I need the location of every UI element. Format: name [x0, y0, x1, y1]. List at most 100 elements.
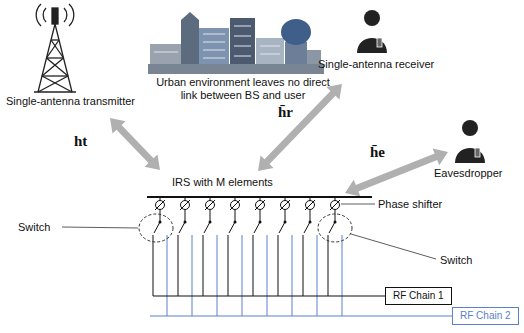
- radio-wave: [43, 8, 46, 22]
- irs-elements: [153, 197, 342, 316]
- phase-shifter-slash: [155, 200, 165, 210]
- tower-brace: [38, 76, 68, 92]
- chain1-wire: [153, 235, 154, 296]
- phase-shifter-symbol: [256, 201, 265, 210]
- water-tower: [281, 19, 311, 45]
- note-text: Urban environment leaves no direct link …: [152, 76, 334, 101]
- box-text: RF Chain 1: [393, 290, 444, 302]
- phase-shifter-slash: [230, 200, 240, 210]
- chain2-wire: [217, 235, 218, 316]
- switch-lever: [279, 222, 285, 233]
- tower-icon: [34, 4, 76, 92]
- rf-bus: [153, 295, 385, 296]
- window-row: [203, 58, 225, 59]
- channel-arrows: [110, 84, 448, 197]
- window-row: [234, 46, 251, 47]
- window-row: [203, 50, 225, 51]
- irs-element: [278, 197, 292, 316]
- windows: [154, 26, 280, 58]
- switch-lever: [329, 222, 335, 233]
- chain2-wire: [317, 235, 318, 316]
- receiver-icon: [357, 10, 387, 53]
- tower-brace: [51, 39, 59, 40]
- chain2-wire: [342, 235, 343, 316]
- switch-lever: [304, 222, 310, 233]
- window-row: [260, 46, 280, 47]
- phase-shifter-slash: [305, 200, 315, 210]
- tower-base: [34, 91, 76, 92]
- leader-line: [62, 227, 138, 228]
- chain2-wire: [242, 235, 243, 316]
- rf-chain-box: RF Chain 1: [385, 287, 452, 305]
- chain1-wire: [228, 235, 229, 296]
- phase-shifter-slash: [180, 200, 190, 210]
- part-label: Switch: [440, 254, 472, 267]
- eavesdropper-icon: [455, 120, 485, 163]
- radio-wave: [64, 8, 67, 22]
- phone: [475, 148, 480, 157]
- phase-shifter-slash: [255, 200, 265, 210]
- person-body: [455, 148, 485, 163]
- phone: [377, 38, 382, 47]
- device-label: Eavesdropper: [434, 167, 503, 180]
- channel-label: ht: [74, 133, 87, 150]
- channel-arrow: [110, 118, 160, 170]
- chain1-wire: [278, 235, 279, 296]
- phase-shifter-symbol: [181, 201, 190, 210]
- radio-wave: [69, 4, 74, 26]
- person-head: [462, 120, 478, 136]
- box-text: RF Chain 2: [460, 310, 511, 322]
- chain2-wire: [192, 235, 193, 316]
- device-label: Single-antenna receiver: [318, 58, 434, 71]
- leader-line: [351, 234, 436, 259]
- window-row: [203, 34, 225, 35]
- window-row: [234, 26, 251, 27]
- irs-element: [253, 197, 267, 316]
- person-body: [357, 38, 387, 53]
- chain1-wire: [328, 235, 329, 296]
- window-row: [234, 56, 251, 57]
- chain1-wire: [303, 235, 304, 296]
- phase-shifter-symbol: [206, 201, 215, 210]
- switch-lever: [154, 222, 160, 233]
- switch-lever: [179, 222, 185, 233]
- tower-brace: [47, 58, 69, 76]
- rf-chain-box: RF Chain 2: [452, 307, 519, 325]
- phase-shifter-slash: [205, 200, 215, 210]
- switch-lever: [204, 222, 210, 233]
- window-row: [203, 42, 225, 43]
- chain2-wire: [267, 235, 268, 316]
- window-row: [260, 54, 280, 55]
- irs-element: [178, 197, 192, 316]
- irs-element: [228, 197, 242, 316]
- tower-brace: [47, 57, 64, 58]
- radio-wave: [36, 4, 41, 26]
- channel-label: h̄r: [278, 104, 293, 121]
- phase-shifter-symbol: [331, 201, 340, 210]
- chain1-wire: [253, 235, 254, 296]
- phase-shifter-symbol: [156, 201, 165, 210]
- channel-label: h̄e: [370, 144, 385, 161]
- part-label: Phase shifter: [378, 198, 442, 211]
- part-label: Switch: [18, 221, 50, 234]
- phase-shifter-slash: [330, 200, 340, 210]
- window-row: [154, 52, 178, 53]
- antenna: [52, 8, 58, 24]
- street-front: [148, 64, 324, 74]
- city-picture: [148, 12, 324, 74]
- tower-brace: [42, 58, 64, 76]
- person-head: [364, 10, 380, 26]
- window-row: [234, 36, 251, 37]
- tower-brace: [42, 76, 72, 92]
- phase-shifter-symbol: [281, 201, 290, 210]
- chain2-wire: [292, 235, 293, 316]
- rf-bus: [150, 315, 452, 316]
- tower-brace: [42, 75, 68, 76]
- chain1-wire: [203, 235, 204, 296]
- device-label: Single-antenna transmitter: [6, 95, 135, 108]
- leader-line: [341, 204, 375, 205]
- switch-lever: [229, 222, 235, 233]
- channel-arrow: [345, 148, 448, 196]
